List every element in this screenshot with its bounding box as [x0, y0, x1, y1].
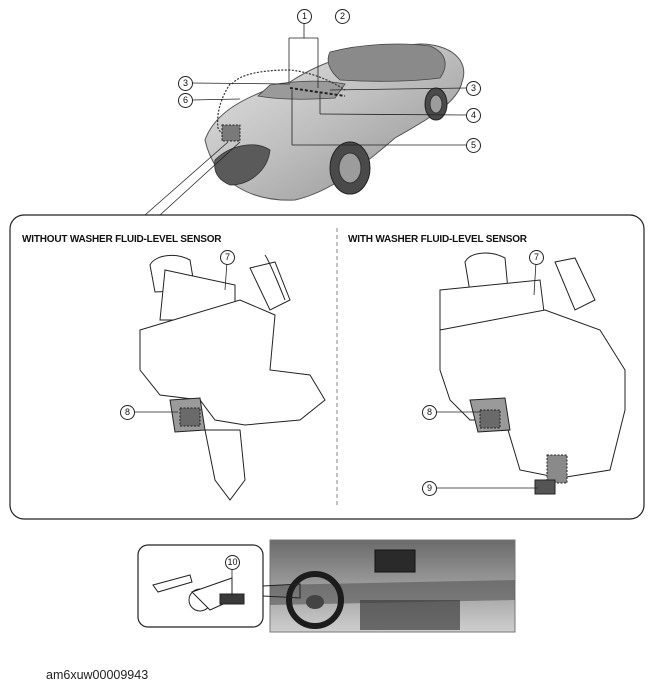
components-panel [9, 214, 645, 520]
figure-id: am6xuw00009943 [46, 668, 149, 682]
inset-pointer [262, 583, 301, 599]
panel-leader-lines [134, 261, 538, 489]
callout-7-right: 7 [529, 250, 544, 265]
washer-tank-without-sensor [139, 254, 326, 501]
callout-8-right: 8 [422, 405, 437, 420]
right-panel-title: WITH WASHER FLUID-LEVEL SENSOR [348, 234, 527, 245]
callout-7-left: 7 [220, 250, 235, 265]
callout-5: 5 [466, 138, 481, 153]
left-panel-title: WITHOUT WASHER FLUID-LEVEL SENSOR [22, 234, 222, 245]
callout-8-left: 8 [120, 405, 135, 420]
callout-3-right: 3 [466, 81, 481, 96]
callout-3-left: 3 [178, 76, 193, 91]
dashboard-illustration [269, 539, 516, 633]
callout-4: 4 [466, 108, 481, 123]
callout-1: 1 [297, 9, 312, 24]
callout-6: 6 [178, 93, 193, 108]
callout-9: 9 [422, 481, 437, 496]
car-leader-lines [144, 22, 467, 216]
wiper-switch-illustration [152, 574, 245, 612]
car-illustration [204, 43, 465, 201]
callout-2: 2 [335, 9, 350, 24]
washer-tank-with-sensor [439, 252, 626, 495]
callout-10: 10 [225, 555, 240, 570]
